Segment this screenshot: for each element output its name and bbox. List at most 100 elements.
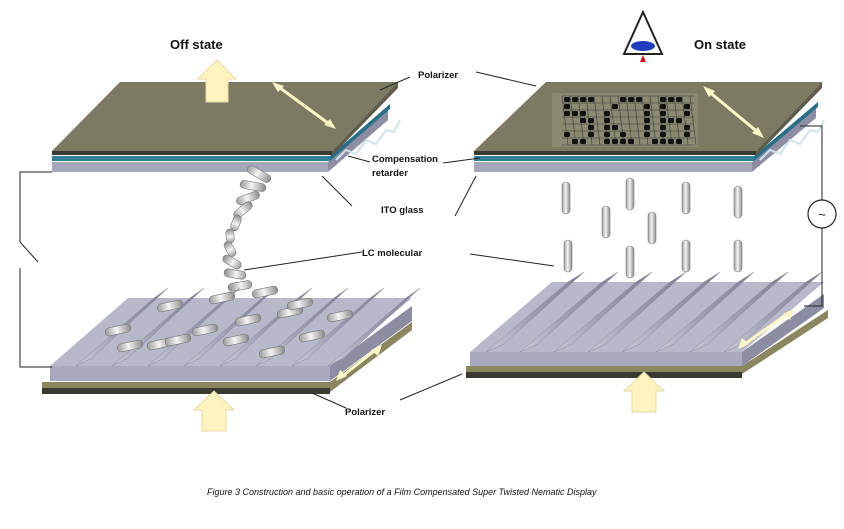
ac-source-icon: ~	[807, 199, 837, 229]
flat-lc-rod	[298, 329, 326, 343]
flat-lc-rod	[191, 323, 219, 337]
active-pixel	[564, 132, 570, 137]
on-polarizer-edge	[474, 151, 756, 155]
label-lc-molecular: LC molecular	[362, 248, 422, 259]
on-state-title: On state	[694, 37, 746, 52]
active-pixel	[676, 97, 682, 102]
on-bottom-panel-stack	[466, 282, 828, 378]
alignment-ridge	[519, 271, 619, 353]
active-pixel	[564, 111, 570, 116]
viewer-eye-icon	[622, 9, 664, 62]
off-top-panel-stack	[52, 82, 401, 172]
flat-lc-rod	[156, 299, 184, 313]
pixel-grid-line	[569, 95, 577, 146]
lc-rod	[230, 214, 242, 232]
active-pixel	[660, 104, 666, 109]
label-retarder: retarder	[372, 168, 408, 179]
active-pixel	[684, 132, 690, 137]
off-compensation-film	[52, 156, 330, 161]
label-compensation: Compensation	[372, 154, 438, 165]
leader-polarizer-bottom-right	[399, 373, 463, 401]
pixel-grid-line	[593, 95, 601, 146]
active-pixel	[604, 132, 610, 137]
vertical-lc-rod	[625, 245, 635, 279]
off-exit-light-arrow-icon	[196, 59, 238, 103]
active-pixel	[572, 139, 578, 144]
off-top-glass-face	[52, 162, 328, 172]
active-pixel	[644, 104, 650, 109]
flat-lc-rod	[222, 333, 250, 347]
pixel-grid-line	[649, 95, 657, 146]
active-pixel	[660, 118, 666, 123]
active-pixel	[676, 139, 682, 144]
leader-lc-right	[469, 253, 555, 267]
active-pixel	[644, 132, 650, 137]
active-pixel	[580, 111, 586, 116]
lc-rod	[223, 241, 237, 257]
on-circuit-wire-lower	[804, 228, 823, 307]
alignment-ridge	[587, 271, 687, 353]
leader-ito-right	[454, 175, 477, 217]
active-pixel	[644, 111, 650, 116]
off-bottom-panel-stack	[42, 298, 412, 394]
active-pixel	[612, 104, 618, 109]
vertical-lc-rod	[681, 239, 691, 273]
on-compensation-film-side	[754, 102, 818, 161]
on-circuit-wire-upper	[800, 125, 823, 200]
active-pixel	[564, 97, 570, 102]
vertical-lc-rod	[625, 177, 635, 211]
off-compensation-film-side	[330, 104, 390, 161]
off-bottom-polarization-axis-icon	[336, 345, 382, 381]
alignment-ridge	[485, 271, 585, 353]
off-polarizer-edge	[52, 151, 332, 155]
pixel-grid-line	[633, 95, 641, 146]
flat-lc-rod	[104, 323, 132, 337]
active-pixel	[588, 97, 594, 102]
active-pixel	[668, 139, 674, 144]
label-polarizer-top: Polarizer	[418, 70, 458, 81]
off-top-glass-side	[328, 110, 388, 172]
alignment-ridge	[689, 271, 789, 353]
active-pixel	[644, 118, 650, 123]
on-top-panel-stack	[474, 82, 825, 172]
leader-compensation-right	[442, 157, 481, 164]
on-compensation-film	[474, 156, 754, 161]
leader-lc-left	[243, 251, 363, 271]
alignment-ridge	[291, 287, 385, 367]
active-pixel	[572, 97, 578, 102]
active-pixel	[612, 139, 618, 144]
on-bottom-glass-side	[742, 294, 824, 366]
flat-lc-rod	[234, 313, 262, 327]
flat-lc-rod	[326, 309, 354, 323]
flat-lc-rod	[286, 297, 314, 311]
active-pixel	[612, 125, 618, 130]
off-bottom-glass-face	[50, 366, 330, 381]
off-top-axis-head-b	[324, 119, 336, 129]
on-bottom-polarizer	[466, 310, 828, 374]
on-pixel-grid	[561, 95, 697, 146]
off-bottom-polarizer	[42, 322, 412, 392]
lc-rod	[246, 165, 272, 183]
active-pixel	[644, 125, 650, 130]
active-pixel	[676, 118, 682, 123]
active-pixel	[580, 139, 586, 144]
active-pixel	[668, 118, 674, 123]
vertical-lc-rod	[733, 185, 743, 219]
off-top-axis-head-a	[272, 82, 284, 92]
off-incident-light-arrow-icon	[192, 390, 236, 432]
on-top-glass-face	[474, 162, 752, 172]
on-top-axis-head-a	[703, 86, 715, 97]
active-pixel	[660, 97, 666, 102]
pixel-grid-line	[689, 95, 697, 146]
active-pixel	[580, 97, 586, 102]
vertical-lc-rod	[733, 239, 743, 273]
vertical-lc-rod	[561, 181, 571, 215]
pixel-grid-line	[625, 95, 633, 146]
active-pixel	[660, 125, 666, 130]
on-top-axis-head-b	[752, 127, 764, 138]
label-ito-glass: ITO glass	[381, 205, 424, 216]
active-pixel	[628, 97, 634, 102]
active-pixel	[684, 104, 690, 109]
leader-polarizer-bottom-left	[311, 392, 347, 409]
off-bottom-glass-top	[50, 298, 412, 366]
